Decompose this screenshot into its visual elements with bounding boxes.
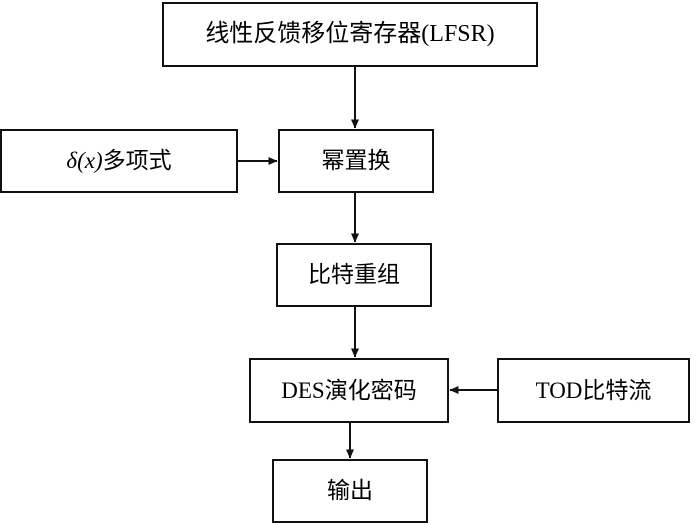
node-power-permutation[interactable]: 幂置换 (278, 129, 434, 193)
node-polynomial-label: δ(x)多项式 (66, 148, 171, 173)
node-polynomial[interactable]: δ(x)多项式 (0, 129, 238, 193)
node-polynomial-suffix: 多项式 (102, 148, 172, 174)
node-output-label: 输出 (327, 478, 373, 504)
node-bit-reorganization-label: 比特重组 (308, 262, 400, 288)
node-power-permutation-label: 幂置换 (321, 148, 391, 174)
node-des-evolutionary-cipher-label: DES演化密码 (281, 377, 417, 403)
node-tod-bitstream-label: TOD比特流 (535, 377, 652, 403)
node-lfsr[interactable]: 线性反馈移位寄存器(LFSR) (162, 2, 538, 67)
node-output[interactable]: 输出 (272, 459, 428, 523)
node-bit-reorganization[interactable]: 比特重组 (276, 243, 432, 307)
node-des-evolutionary-cipher[interactable]: DES演化密码 (249, 358, 449, 423)
node-lfsr-label: 线性反馈移位寄存器(LFSR) (205, 21, 495, 48)
variable-x-paren: (x) (77, 148, 103, 174)
node-tod-bitstream[interactable]: TOD比特流 (497, 358, 690, 423)
delta-symbol: δ (66, 148, 78, 174)
